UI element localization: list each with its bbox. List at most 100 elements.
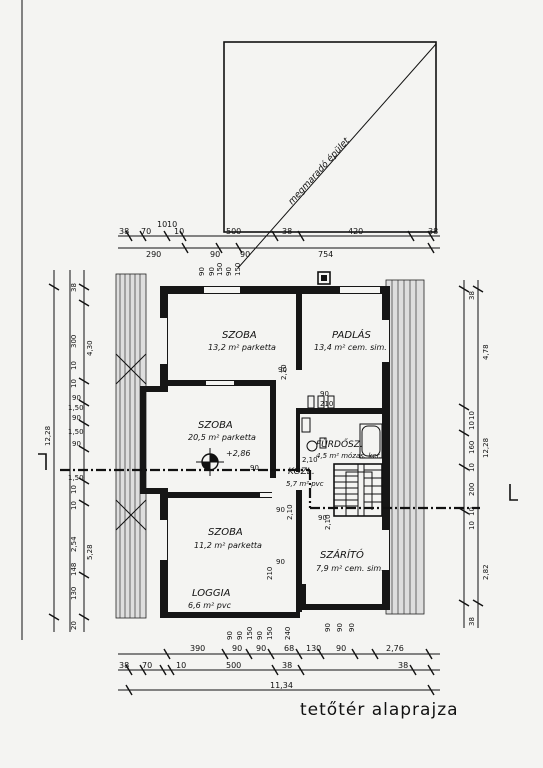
bottom-wall-dims: 90 90 150 90 150 240 90 90 90 — [226, 623, 356, 640]
dim-text: 90 — [208, 267, 216, 276]
neighbor-label: megmaradó épület — [286, 135, 352, 207]
room-name: SZOBA — [208, 527, 243, 538]
neighbor-diagonal — [237, 43, 437, 269]
room-szoba-1: SZOBA 13,2 m² parketta — [208, 330, 276, 352]
dim-text: 2,10 — [324, 514, 332, 530]
dim-text: 420 — [348, 227, 363, 236]
dim-text: 90 — [276, 506, 285, 514]
room-area: 4,5 m² mózas. ker. — [316, 452, 381, 460]
dim-text: 500 — [226, 661, 241, 670]
dim-text: 90 — [232, 644, 242, 653]
dim-text: 10 — [468, 507, 476, 516]
dim-text: 10 — [70, 501, 78, 510]
dim-text: 5,28 — [86, 544, 94, 560]
interior-dims: 2,10 90 90 210 90 2,10 90 2,10 2,10 90 9… — [250, 364, 333, 580]
room-kozlekedo: KÖZL. 5,7 m² pvc — [286, 466, 324, 488]
dim-text: 10 — [176, 661, 186, 670]
level-value: +2,86 — [226, 449, 251, 458]
dim-text: 4,30 — [86, 340, 94, 356]
dim-text: 38 — [119, 227, 129, 236]
room-loggia: LOGGIA 6,6 m² pvc — [188, 588, 232, 610]
dim-text: 90 — [336, 644, 346, 653]
dim-text: 150 — [234, 263, 242, 276]
bathroom-fixtures — [301, 417, 383, 459]
left-dimensions: 38 300 10 10 90 1,50 90 1,50 90 1,50 10 … — [44, 270, 94, 632]
dim-text: 90 — [72, 440, 81, 448]
dim-text: 200 — [468, 483, 476, 496]
room-area: 6,6 m² pvc — [188, 601, 232, 610]
dim-text: 10 — [468, 421, 476, 430]
room-name: LOGGIA — [192, 588, 231, 599]
dim-text: 10 — [70, 361, 78, 370]
room-szoba-2: SZOBA 20,5 m² parketta — [188, 420, 256, 442]
dim-text: 10 — [70, 485, 78, 494]
dim-text: 130 — [306, 644, 321, 653]
drawing-title: tetőtér alaprajza — [300, 700, 459, 720]
dim-text: 160 — [468, 441, 476, 454]
dim-text: 90 — [348, 623, 356, 632]
room-name: KÖZL. — [288, 466, 315, 477]
dim-text: 210 — [266, 567, 274, 580]
dim-text: 90 — [236, 631, 244, 640]
staircase — [333, 463, 383, 517]
dim-text: 2,82 — [482, 564, 490, 580]
room-name: PADLÁS — [332, 328, 371, 341]
section-line — [38, 453, 518, 510]
room-name: FÜRDŐSZ. — [316, 439, 363, 450]
room-area: 5,7 m² pvc — [286, 480, 324, 488]
dim-text: 10 — [167, 220, 177, 229]
dim-text: 10 — [468, 463, 476, 472]
dim-text: 38 — [119, 661, 129, 670]
dim-text: 90 — [250, 464, 259, 472]
dim-text: 1,50 — [68, 428, 84, 436]
dim-text: 90 — [318, 514, 327, 522]
dim-text: 90 — [72, 414, 81, 422]
dim-text: 38 — [398, 661, 408, 670]
dim-text: 90 — [72, 394, 81, 402]
dim-text: 148 — [70, 563, 78, 576]
dim-text: 2,76 — [386, 644, 404, 653]
dim-text: 38 — [468, 291, 476, 300]
dim-text: 240 — [284, 627, 292, 640]
room-szoba-3: SZOBA 11,2 m² parketta — [194, 527, 262, 550]
dim-text: 300 — [70, 335, 78, 348]
room-padlas: PADLÁS 13,4 m² cem. sim. — [314, 328, 387, 352]
dim-text: 90 — [225, 267, 233, 276]
dim-text: 290 — [146, 250, 161, 259]
dim-text: 1,50 — [68, 474, 84, 482]
dim-text: 10 — [70, 379, 78, 388]
room-furdoszoba: FÜRDŐSZ. 4,5 m² mózas. ker. — [316, 439, 381, 460]
dim-text: 90 — [256, 631, 264, 640]
dim-text: 2,10 — [286, 504, 294, 520]
dim-text: 90 — [198, 267, 206, 276]
dim-text: 68 — [284, 644, 294, 653]
dim-text: 90 — [320, 390, 329, 398]
neighbor-outline — [223, 41, 437, 233]
dim-text: 150 — [246, 627, 254, 640]
room-area: 13,2 m² parketta — [208, 343, 276, 352]
room-area: 7,9 m² cem. sim. — [316, 564, 384, 573]
chimney-flue — [321, 275, 327, 281]
room-area: 11,2 m² parketta — [194, 541, 262, 550]
dim-text: 20 — [70, 621, 78, 630]
openings — [160, 287, 389, 570]
bottom-dimensions: 390 90 90 68 130 90 2,76 38 70 10 500 38… — [118, 644, 440, 696]
dim-text: 12,28 — [44, 426, 52, 446]
dim-text: 2,54 — [70, 536, 78, 552]
dim-text: 210 — [320, 400, 333, 408]
top-dimensions: 38 70 10 10 10 500 38 420 38 290 90 90 7… — [118, 220, 440, 276]
dim-text: 10 — [157, 220, 167, 229]
dim-text: 11,34 — [270, 681, 293, 690]
room-name: SZOBA — [222, 330, 257, 341]
room-labels: SZOBA 13,2 m² parketta PADLÁS 13,4 m² ce… — [188, 328, 387, 610]
dim-text: 150 — [266, 627, 274, 640]
room-area: 13,4 m² cem. sim. — [314, 343, 387, 352]
dim-text: 70 — [141, 227, 151, 236]
level-marker: +2,86 — [196, 448, 251, 476]
dim-text: 10 — [174, 227, 184, 236]
dim-text: 38 — [282, 661, 292, 670]
dim-text: 10 — [468, 521, 476, 530]
dim-text: 150 — [216, 263, 224, 276]
